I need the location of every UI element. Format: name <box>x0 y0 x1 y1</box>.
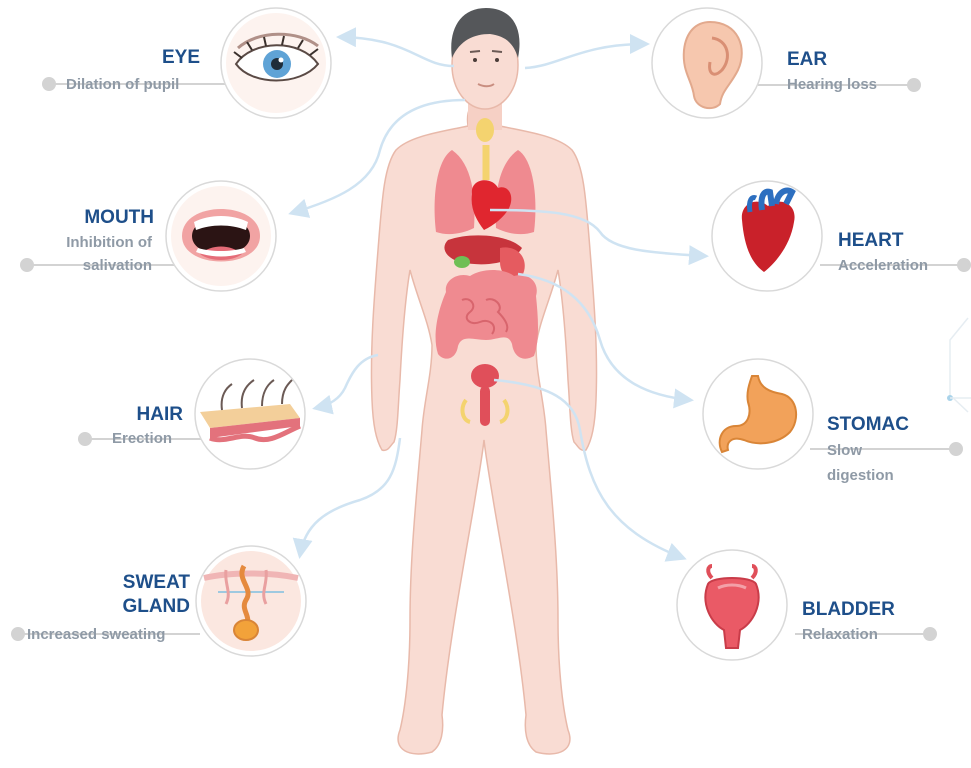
heart-icon <box>712 181 822 291</box>
stomach-title: STOMAC <box>827 414 909 436</box>
ear-icon <box>652 8 762 118</box>
stomach-icon <box>703 359 813 469</box>
bladder-title: BLADDER <box>802 599 895 621</box>
heart-description: Acceleration <box>838 255 928 277</box>
sweat-gland-description: Increased sweating <box>27 624 165 646</box>
bladder-icon <box>677 550 787 660</box>
connector-eye <box>340 37 454 66</box>
connector-hair <box>316 355 378 408</box>
heart-title: HEART <box>838 230 903 252</box>
mouth-description-line-1: Inhibition of <box>66 232 152 254</box>
eye-icon <box>221 8 331 118</box>
hair-follicle-icon <box>195 359 305 469</box>
mouth-icon <box>166 181 276 291</box>
sweat-gland-title-line-2: GLAND <box>122 596 190 618</box>
stomach-description-line-2: digestion <box>827 465 894 487</box>
decorative-hexagon <box>947 318 971 412</box>
eye-description: Dilation of pupil <box>66 74 179 96</box>
mouth-description-line-2: salivation <box>83 255 152 277</box>
sweat-gland-icon <box>196 546 306 656</box>
sweat-gland-title-line-1: SWEAT <box>123 572 190 594</box>
human-body-figure <box>371 8 596 754</box>
hair-title: HAIR <box>137 404 183 426</box>
ear-title: EAR <box>787 49 827 71</box>
eye-title: EYE <box>162 47 200 69</box>
ear-description: Hearing loss <box>787 74 877 96</box>
hair-description: Erection <box>112 428 172 450</box>
connector-sweat-gland <box>300 438 400 555</box>
stomach-description-line-1: Slow <box>827 440 862 462</box>
connector-ear <box>525 44 646 68</box>
bladder-description: Relaxation <box>802 624 878 646</box>
mouth-title: MOUTH <box>84 207 154 229</box>
